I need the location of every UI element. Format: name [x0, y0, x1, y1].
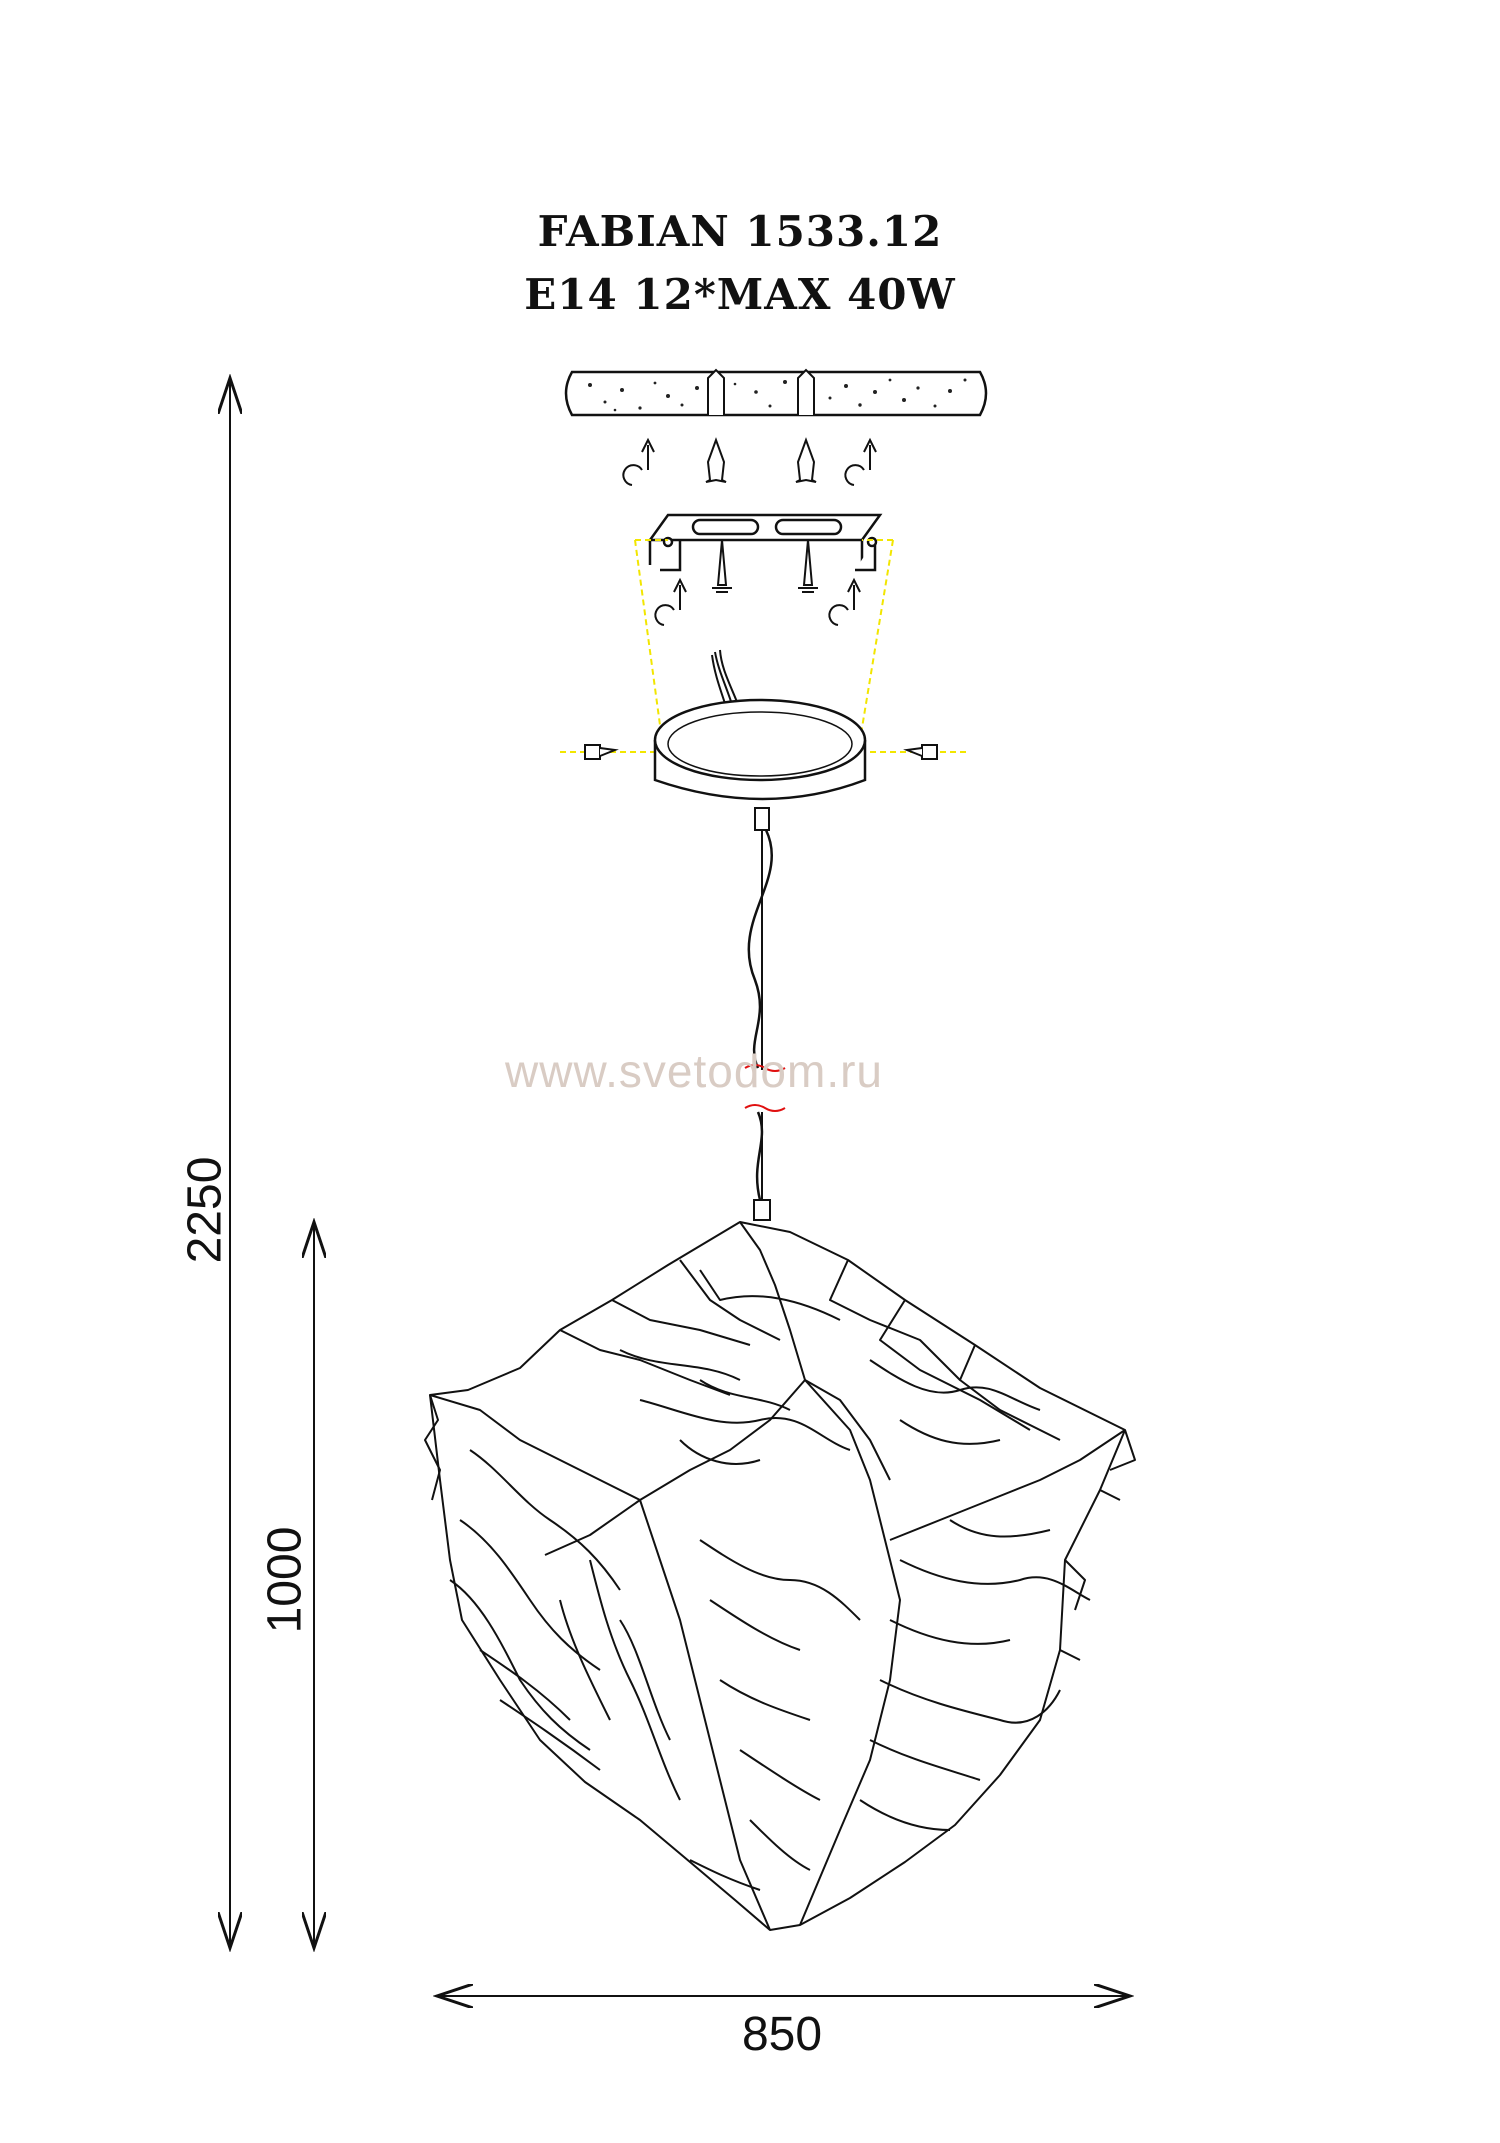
mounting-bracket: [647, 513, 883, 572]
dimension-lines: [230, 378, 1130, 1996]
total-height-label: 2250: [178, 1156, 232, 1264]
suspension: [747, 807, 773, 1221]
watermark-url: www.svetodom.ru: [505, 1045, 884, 1097]
wall-plugs: [705, 437, 817, 483]
bulb-spec: E14 12*MAX 40W: [524, 270, 956, 319]
bracket-screws: [712, 539, 818, 593]
canopy-screw-arrows: [654, 577, 861, 626]
width-label: 850: [741, 2008, 823, 2061]
ceiling-slab: [564, 368, 988, 417]
canopy: [653, 698, 867, 801]
lamp-body: [424, 1221, 1136, 1931]
cable-cut-marks: [744, 1064, 786, 1112]
model-title: FABIAN 1533.12: [537, 207, 943, 256]
side-screws: [584, 744, 938, 760]
body-height-label: 1000: [258, 1526, 312, 1634]
mount-screw-arrows: [622, 437, 877, 486]
